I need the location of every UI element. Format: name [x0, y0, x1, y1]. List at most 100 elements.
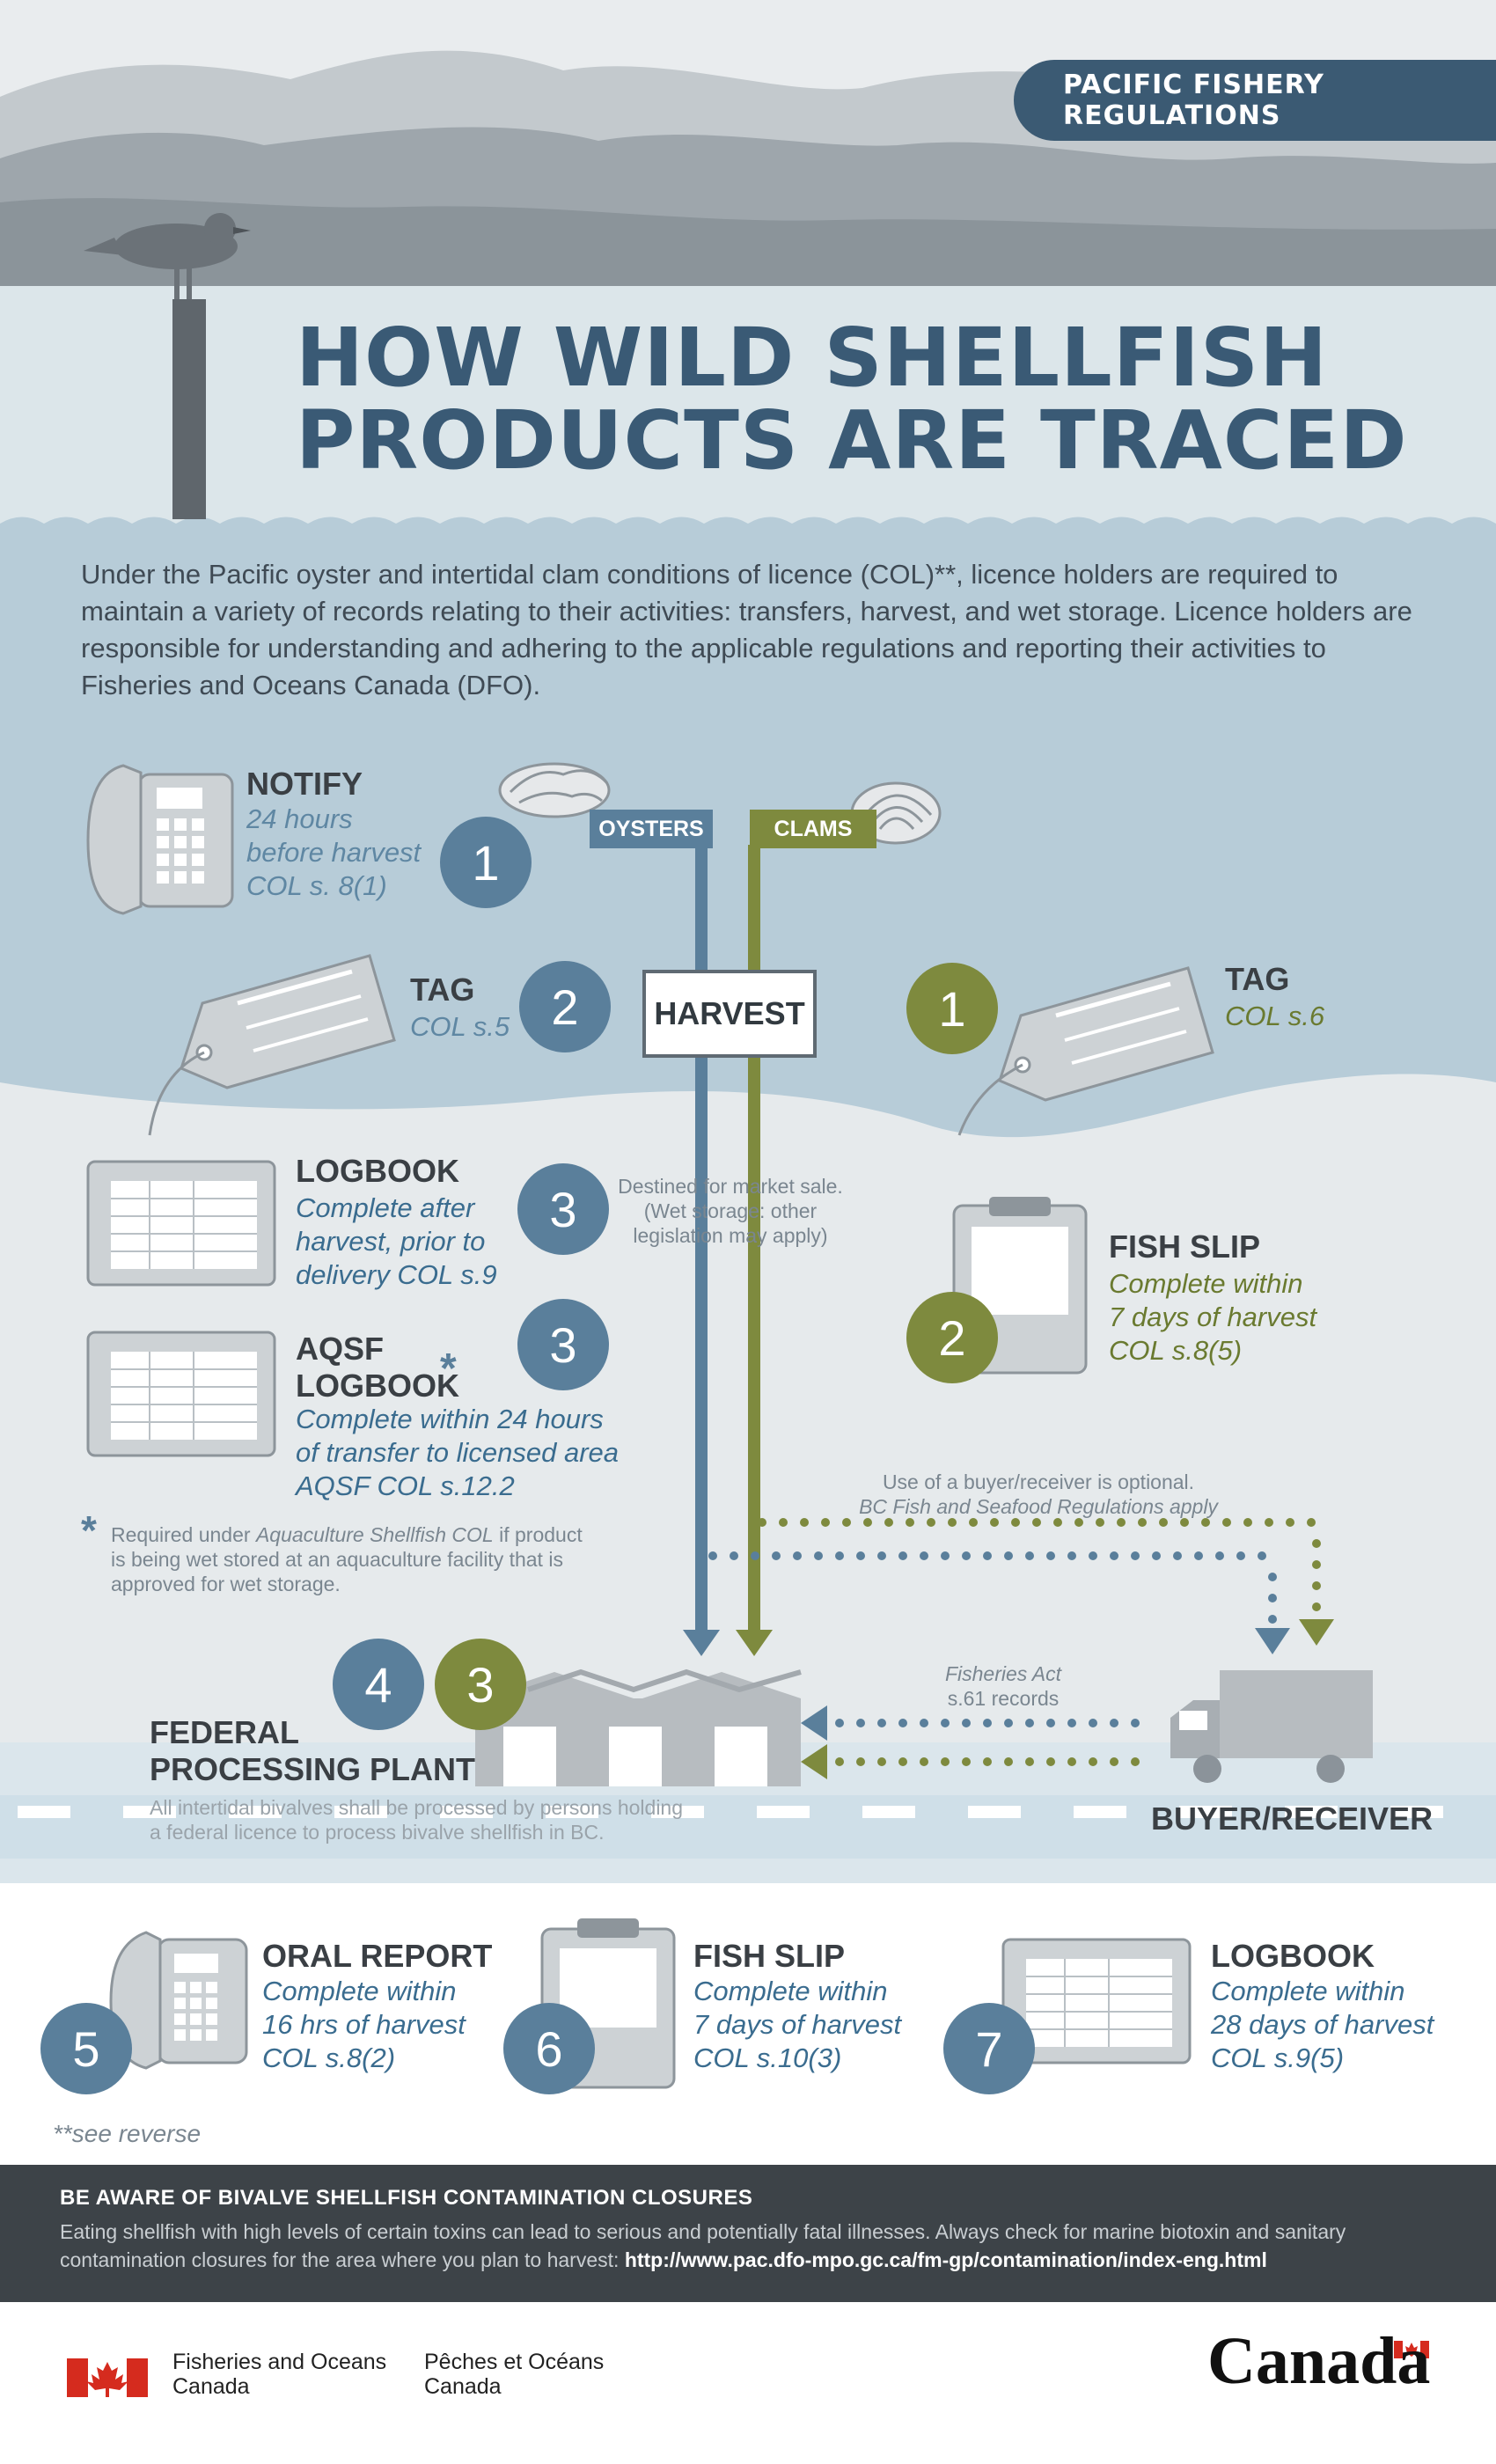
canada-flag-icon [67, 2358, 148, 2397]
oyster-logbook-title: LOGBOOK [296, 1153, 459, 1189]
notify-title: NOTIFY [246, 766, 363, 802]
buyer-optional-note: Use of a buyer/receiver is optional. BC … [792, 1470, 1285, 1519]
title-line-2: PRODUCTS ARE TRACED [296, 393, 1408, 488]
harvest-box: HARVEST [642, 970, 817, 1058]
step-circle-plant-oyster: 4 [333, 1639, 424, 1730]
aqsf-title-1: AQSF [296, 1331, 385, 1367]
page-title: HOW WILD SHELLFISH PRODUCTS ARE TRACED [296, 311, 1408, 488]
fisheries-note-line-2: s.61 records [947, 1687, 1060, 1710]
buyer-note-line-2: BC Fish and Seafood Regulations apply [859, 1495, 1218, 1518]
oral-report-details: Complete within 16 hrs of harvest COL s.… [262, 1975, 466, 2075]
closures-title: BE AWARE OF BIVALVE SHELLFISH CONTAMINAT… [60, 2186, 753, 2210]
clam-flow-arrowhead [736, 1630, 773, 1656]
oysters-label: OYSTERS [590, 810, 713, 848]
closures-body: Eating shellfish with high levels of cer… [60, 2220, 1346, 2271]
oyster-logbook-line-2: harvest, prior to [296, 1226, 486, 1257]
oyster-tag-ref: COL s.5 [410, 1011, 510, 1042]
clam-fish-slip-line-1: Complete within [1109, 1268, 1303, 1299]
footer-en-line-2: Canada [172, 2374, 250, 2399]
oyster-shell-icon [498, 762, 611, 818]
bottom-fish-slip-details: Complete within 7 days of harvest COL s.… [693, 1975, 901, 2075]
step-circle-plant-clam: 3 [435, 1639, 526, 1730]
oyster-logbook-line-3: delivery COL s.9 [296, 1259, 497, 1290]
buyer-note-line-1: Use of a buyer/receiver is optional. [882, 1470, 1195, 1493]
plant-note-line-2: a federal licence to process bivalve she… [150, 1821, 605, 1844]
oral-report-title: ORAL REPORT [262, 1938, 493, 1974]
footer-french: Pêches et Océans Canada [424, 2350, 604, 2399]
wordmark-flag-icon [1394, 2341, 1429, 2358]
step-circle-clam-2: 2 [906, 1292, 998, 1383]
closures-bar [0, 2165, 1496, 2302]
regulations-banner: PACIFIC FISHERY REGULATIONS [1014, 60, 1496, 141]
aqsf-footnote-line-3: approved for wet storage. [111, 1573, 341, 1595]
title-line-1: HOW WILD SHELLFISH [296, 311, 1329, 405]
oyster-dotted-buyer-line [708, 1551, 1290, 1654]
fisheries-note-line-1: Fisheries Act [944, 1662, 1062, 1685]
tag-icon-oyster [148, 954, 396, 1136]
clam-fish-slip-details: Complete within 7 days of harvest COL s.… [1109, 1267, 1316, 1368]
plant-title-2: PROCESSING PLANT [150, 1751, 476, 1787]
clam-tag-ref: COL s.6 [1225, 1001, 1325, 1031]
clam-dotted-buyer-line [758, 1518, 1334, 1646]
market-note-line-2: (Wet storage: other [643, 1199, 818, 1222]
bottom-logbook-line-2: 28 days of harvest [1211, 2009, 1434, 2040]
oral-report-line-1: Complete within [262, 1976, 457, 2006]
phone-icon-oral-report [109, 1931, 248, 2070]
bottom-logbook-details: Complete within 28 days of harvest COL s… [1211, 1975, 1434, 2075]
fisheries-act-note: Fisheries Act s.61 records [924, 1661, 1082, 1711]
oral-report-line-3: COL s.8(2) [262, 2042, 396, 2073]
step-circle-oyster-3-logbook: 3 [517, 1163, 609, 1255]
aqsf-line-2: of transfer to licensed area [296, 1437, 620, 1468]
aqsf-line-3: AQSF COL s.12.2 [296, 1470, 515, 1501]
aqsf-footnote-line-2: is being wet stored at an aquaculture fa… [111, 1548, 563, 1571]
oyster-flow-arrowhead [683, 1630, 720, 1656]
bottom-logbook-title: LOGBOOK [1211, 1938, 1375, 1974]
banner-text: PACIFIC FISHERY REGULATIONS [1063, 70, 1324, 131]
intro-paragraph: Under the Pacific oyster and intertidal … [81, 559, 1412, 700]
aqsf-footnote-c: if product [493, 1523, 583, 1546]
oyster-tag-title: TAG [410, 972, 475, 1008]
logbook-icon-aqsf [86, 1331, 276, 1457]
clams-label: CLAMS [750, 810, 876, 848]
clam-fish-slip-line-3: COL s.8(5) [1109, 1335, 1243, 1366]
aqsf-footnote-star: * [81, 1507, 97, 1553]
plant-note: All intertidal bivalves shall be process… [150, 1795, 766, 1844]
market-note-line-3: legislation may apply) [633, 1224, 828, 1247]
bottom-fish-slip-title: FISH SLIP [693, 1938, 846, 1974]
plant-note-line-1: All intertidal bivalves shall be process… [150, 1796, 684, 1819]
market-note-line-1: Destined for market sale. [618, 1175, 843, 1198]
bottom-fish-slip-line-2: 7 days of harvest [693, 2009, 902, 2040]
footer-fr-line-2: Canada [424, 2374, 502, 2399]
buyer-receiver-title: BUYER/RECEIVER [1151, 1800, 1434, 1837]
bottom-logbook-line-1: Complete within [1211, 1976, 1405, 2006]
notify-line-3: COL s. 8(1) [246, 870, 387, 901]
oyster-logbook-details: Complete after harvest, prior to deliver… [296, 1192, 497, 1292]
step-circle-oyster-3-aqsf: 3 [517, 1299, 609, 1390]
closures-link[interactable]: http://www.pac.dfo-mpo.gc.ca/fm-gp/conta… [624, 2248, 1267, 2271]
truck-icon [1170, 1670, 1373, 1783]
notify-line-1: 24 hours [246, 803, 353, 834]
clam-tag-title: TAG [1225, 961, 1290, 997]
aqsf-title-2: LOGBOOK [296, 1368, 459, 1404]
clam-fish-slip-title: FISH SLIP [1109, 1228, 1261, 1265]
bottom-fish-slip-line-3: COL s.10(3) [693, 2042, 842, 2073]
clam-dotted-return-line [801, 1744, 1140, 1779]
step-circle-oyster-1: 1 [440, 817, 532, 908]
canada-wordmark: Canada [1207, 2324, 1431, 2398]
logbook-icon-bottom [1001, 1938, 1192, 2064]
aqsf-line-1: Complete within 24 hours [296, 1404, 604, 1434]
oral-report-line-2: 16 hrs of harvest [262, 2009, 466, 2040]
phone-icon-notify [86, 764, 234, 915]
see-reverse-note: **see reverse [53, 2120, 202, 2147]
logbook-icon-oyster [86, 1160, 276, 1287]
step-circle-5: 5 [40, 2003, 132, 2094]
aqsf-footnote-a: Required under [111, 1523, 256, 1546]
oyster-logbook-line-1: Complete after [296, 1192, 475, 1223]
footer-english: Fisheries and Oceans Canada [172, 2350, 386, 2399]
notify-line-2: before harvest [246, 837, 422, 868]
market-sale-note: Destined for market sale. (Wet storage: … [616, 1174, 845, 1248]
closures-text: Eating shellfish with high levels of cer… [60, 2218, 1433, 2274]
notify-details: 24 hours before harvest COL s. 8(1) [246, 803, 421, 903]
step-circle-6: 6 [503, 2003, 595, 2094]
